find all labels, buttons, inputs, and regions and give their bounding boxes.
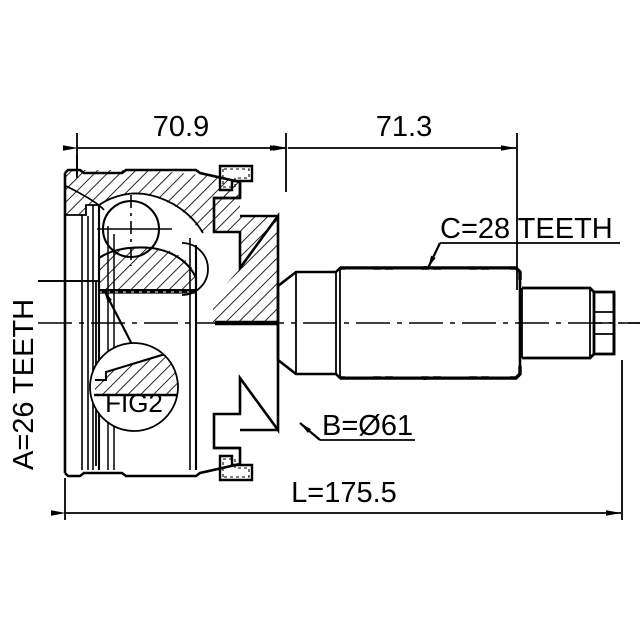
label-c-28-teeth: C=28 TEETH: [427, 213, 620, 269]
dimension-71-3-text: 71.3: [376, 111, 432, 143]
label-a-26-teeth-text: A=26 TEETH: [8, 299, 40, 470]
detail-label-fig2: FIG2: [105, 388, 163, 418]
dimension-overall-length: L=175.5: [51, 360, 623, 520]
dimension-overall-length-text: L=175.5: [291, 477, 397, 509]
label-b-diameter-61-text: B=Ø61: [322, 410, 413, 442]
stub-shaft: [276, 266, 640, 380]
boot-retaining-shield-lower: [218, 454, 254, 482]
dimension-70-9: 70.9: [63, 111, 287, 192]
label-c-28-teeth-text: C=28 TEETH: [440, 213, 613, 245]
detail-circle-fig2: FIG2: [89, 342, 179, 432]
boot-retaining-shield-upper: [218, 164, 254, 192]
dimension-70-9-text: 70.9: [153, 111, 209, 143]
label-b-diameter-61: B=Ø61: [299, 410, 415, 442]
section-hatch-bell: [213, 196, 278, 322]
joint-ball-upper: [97, 195, 172, 266]
dimension-71-3: 71.3: [273, 111, 518, 290]
